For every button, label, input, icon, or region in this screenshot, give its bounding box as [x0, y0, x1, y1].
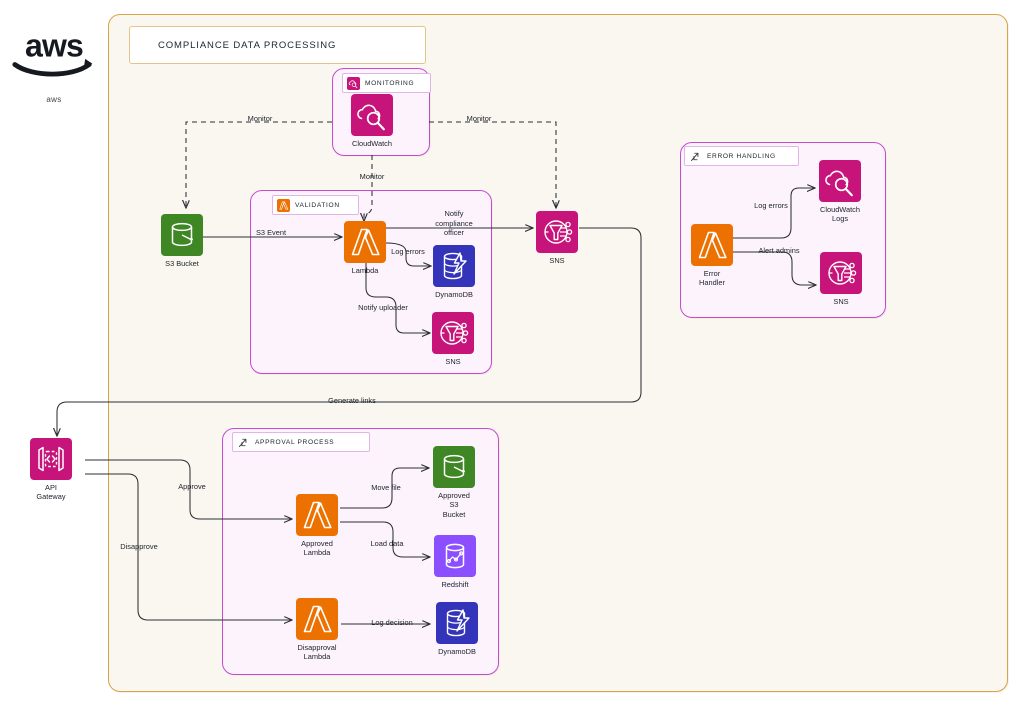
lambda-icon [296, 494, 338, 536]
cloudwatch-icon [351, 94, 393, 136]
node-label: SNS [833, 297, 849, 306]
svg-text:aws: aws [25, 28, 83, 64]
node-sns-error[interactable]: SNS [820, 252, 862, 306]
node-dynamodb-decision[interactable]: DynamoDB [436, 602, 478, 656]
node-dynamodb[interactable]: DynamoDB [433, 245, 475, 299]
redshift-icon [434, 535, 476, 577]
s3-bucket-icon [161, 214, 203, 256]
dynamodb-icon [433, 245, 475, 287]
api-gateway-icon [30, 438, 72, 480]
lambda-icon [277, 198, 290, 212]
group-label-text: VALIDATION [295, 201, 340, 209]
node-label: S3 Bucket [165, 259, 199, 268]
sns-icon [432, 312, 474, 354]
node-label: Redshift [441, 580, 469, 589]
step-functions-icon [237, 435, 250, 449]
edge-label-monitor-sns: Monitor [466, 114, 492, 123]
edge-label-alert-admins: Alert admins [758, 246, 800, 255]
node-label: CloudWatch Logs [820, 205, 860, 224]
node-label: Lambda [351, 266, 379, 275]
node-redshift[interactable]: Redshift [434, 535, 476, 589]
step-functions-icon [689, 149, 702, 163]
lambda-icon [691, 224, 733, 266]
node-label: API Gateway [36, 483, 66, 502]
edge-label-disapprove: Disapprove [120, 542, 158, 551]
node-s3-bucket[interactable]: S3 Bucket [161, 214, 203, 268]
sns-icon [820, 252, 862, 294]
node-approved-lambda[interactable]: Approved Lambda [296, 494, 338, 558]
edge-label-notify-officer: Notify compliance officer [435, 209, 473, 238]
edge-label-load-data: Load data [370, 539, 404, 548]
node-label: SNS [445, 357, 461, 366]
cloudwatch-icon [819, 160, 861, 202]
node-label: Approved S3 Bucket [438, 491, 470, 519]
node-label: DynamoDB [438, 647, 476, 656]
group-label-text: ERROR HANDLING [707, 152, 776, 160]
node-disapproval-lambda[interactable]: Disapproval Lambda [296, 598, 338, 662]
node-api-gateway[interactable]: API Gateway [30, 438, 72, 502]
edge-label-monitor-lambda: Monitor [359, 172, 385, 181]
group-label-text: APPROVAL PROCESS [255, 438, 335, 446]
diagram-title-box: COMPLIANCE DATA PROCESSING [129, 26, 426, 64]
node-label: CloudWatch [352, 139, 392, 148]
group-label-text: MONITORING [365, 79, 415, 87]
group-label-validation: VALIDATION [272, 195, 359, 215]
node-lambda[interactable]: Lambda [344, 221, 386, 275]
edge-label-monitor-s3: Monitor [247, 114, 273, 123]
node-label: SNS [549, 256, 565, 265]
node-label: Error Handler [699, 269, 725, 288]
node-label: DynamoDB [435, 290, 473, 299]
page-title: COMPLIANCE DATA PROCESSING [158, 39, 337, 51]
edge-label-approve: Approve [178, 482, 206, 491]
node-cloudwatch[interactable]: CloudWatch [351, 94, 393, 148]
lambda-icon [344, 221, 386, 263]
group-label-error-handling: ERROR HANDLING [684, 146, 799, 166]
node-sns-validation[interactable]: SNS [432, 312, 474, 366]
node-label: Approved Lambda [301, 539, 333, 558]
group-label-approval-process: APPROVAL PROCESS [232, 432, 370, 452]
aws-logo-caption: aws [46, 95, 62, 104]
lambda-icon [296, 598, 338, 640]
dynamodb-icon [436, 602, 478, 644]
edge-label-log-errors-ddb: Log errors [391, 247, 425, 256]
node-error-handler[interactable]: Error Handler [691, 224, 733, 288]
cloudwatch-icon [347, 76, 360, 90]
node-label: Disapproval Lambda [297, 643, 337, 662]
edge-label-s3-event: S3 Event [256, 228, 286, 237]
edge-label-notify-uploader: Notify uploader [358, 303, 408, 312]
sns-icon [536, 211, 578, 253]
edge-label-log-decision: Log decision [371, 618, 413, 627]
group-label-monitoring: MONITORING [342, 73, 431, 93]
node-cloudwatch-logs[interactable]: CloudWatch Logs [819, 160, 861, 224]
s3-bucket-icon [433, 446, 475, 488]
edge-label-generate-links: Generate links [328, 396, 376, 405]
edge-label-log-errors-cwl: Log errors [754, 201, 788, 210]
edge-label-move-file: Move file [371, 483, 401, 492]
aws-logo-icon: aws [10, 26, 98, 82]
node-approved-s3-bucket[interactable]: Approved S3 Bucket [433, 446, 475, 519]
node-sns-main[interactable]: SNS [536, 211, 578, 265]
